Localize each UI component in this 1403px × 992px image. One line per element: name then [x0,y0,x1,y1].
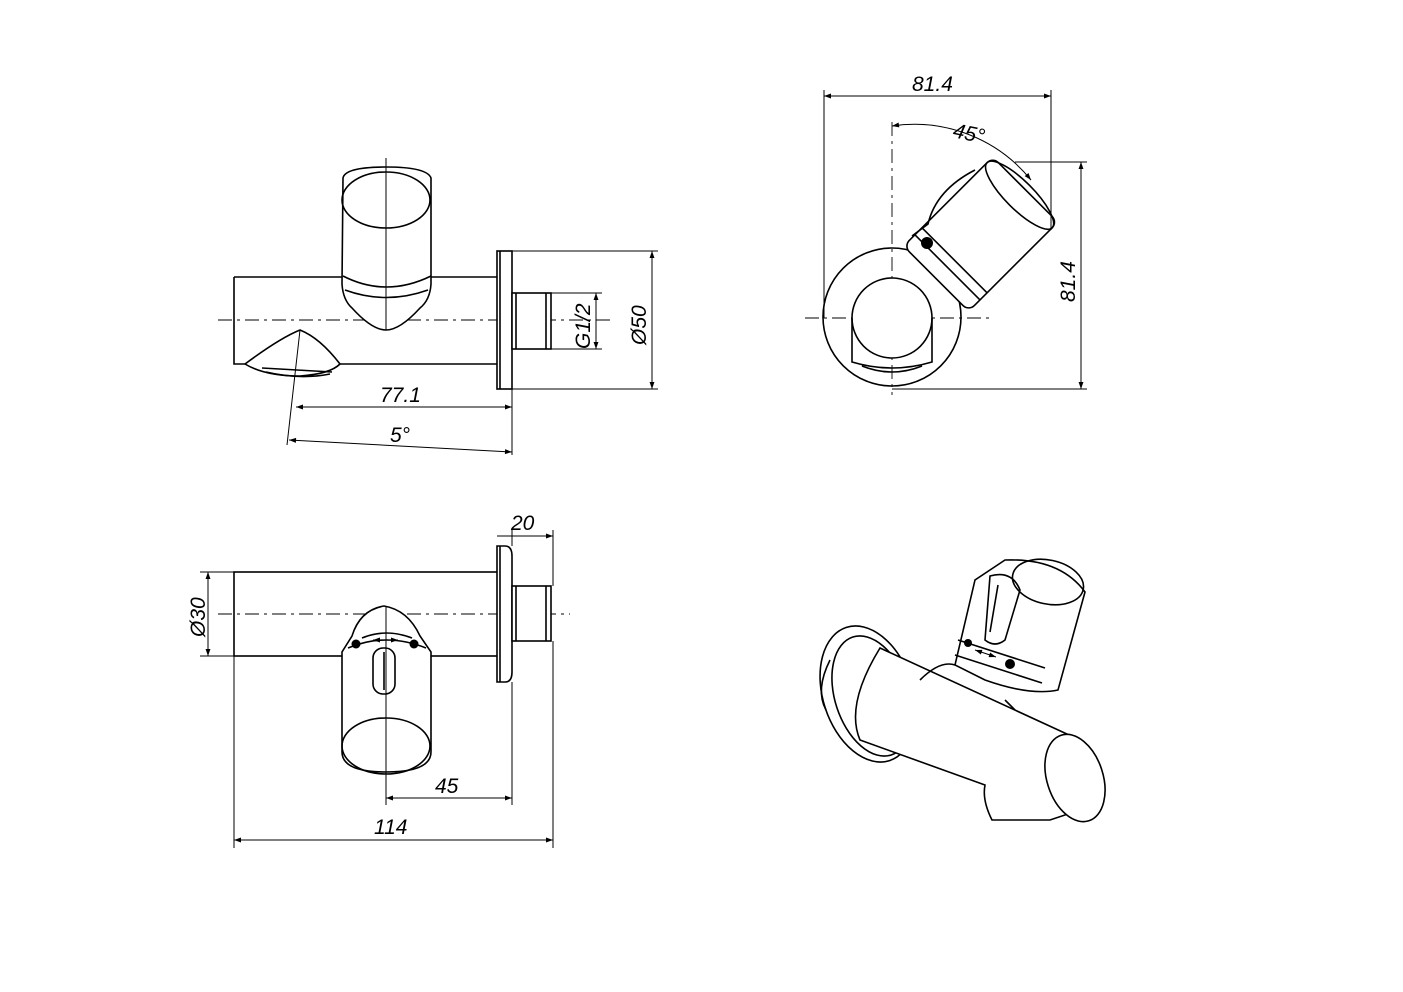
front-view: 81.4 45° 81.4 [805,73,1087,395]
overall-length-label: 114 [374,816,407,839]
height-label: 81.4 [1057,261,1080,302]
isometric-view [819,558,1106,823]
side-view: G1/2 Ø50 77.1 5° [218,158,658,455]
cap-offset-label: 45 [435,775,459,798]
width-label: 81.4 [912,73,953,96]
spout-projection-label: 77.1 [380,384,421,407]
rotation-angle-label: 45° [951,119,987,148]
thread-size-label: G1/2 [572,303,595,349]
outlet-angle-label: 5° [390,424,410,447]
body-diameter-label: Ø30 [187,597,210,638]
top-view: Ø30 20 45 114 [187,512,570,848]
connector-length-label: 20 [510,512,535,535]
flange-diameter-label: Ø50 [628,305,651,346]
